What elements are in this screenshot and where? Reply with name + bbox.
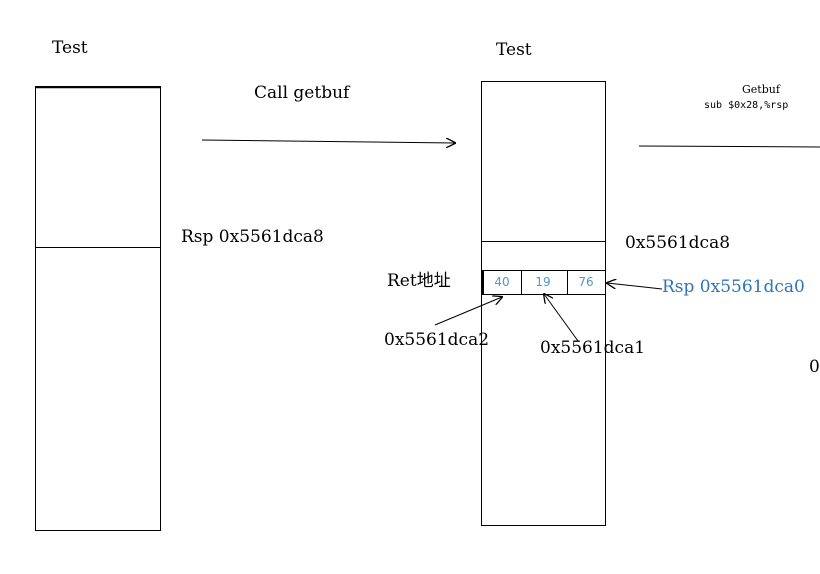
addr-a1-pointer-arrow [544, 294, 579, 342]
rsp-pointer-arrow [607, 283, 663, 290]
middle-stack-title: Test [496, 40, 532, 60]
sub-instruction: sub $0x28,%rsp [704, 100, 789, 111]
addr-a1-label: 0x5561dca1 [540, 338, 646, 358]
byte-cell-19: 19 [535, 275, 551, 289]
addr-a2-pointer-arrow [434, 297, 502, 326]
cut-off-label: 0 [809, 357, 820, 377]
left-rsp-label: Rsp 0x5561dca8 [181, 227, 324, 247]
right-edge-line [638, 145, 820, 148]
byte-cell-76: 76 [578, 275, 594, 289]
left-stack-title: Test [52, 38, 88, 58]
middle-rsp-label: Rsp 0x5561dca0 [662, 277, 805, 297]
left-stack-box [35, 86, 161, 531]
getbuf-function-title: Getbuf [742, 83, 780, 96]
return-address-label: Ret地址 [387, 271, 451, 291]
call-arrow [201, 140, 455, 143]
call-arrow-label: Call getbuf [254, 83, 350, 103]
addr-a2-label: 0x5561dca2 [384, 330, 490, 350]
byte-cell-40: 40 [494, 275, 510, 289]
middle-stack-box [481, 81, 606, 526]
middle-addr-top-label: 0x5561dca8 [625, 233, 731, 253]
